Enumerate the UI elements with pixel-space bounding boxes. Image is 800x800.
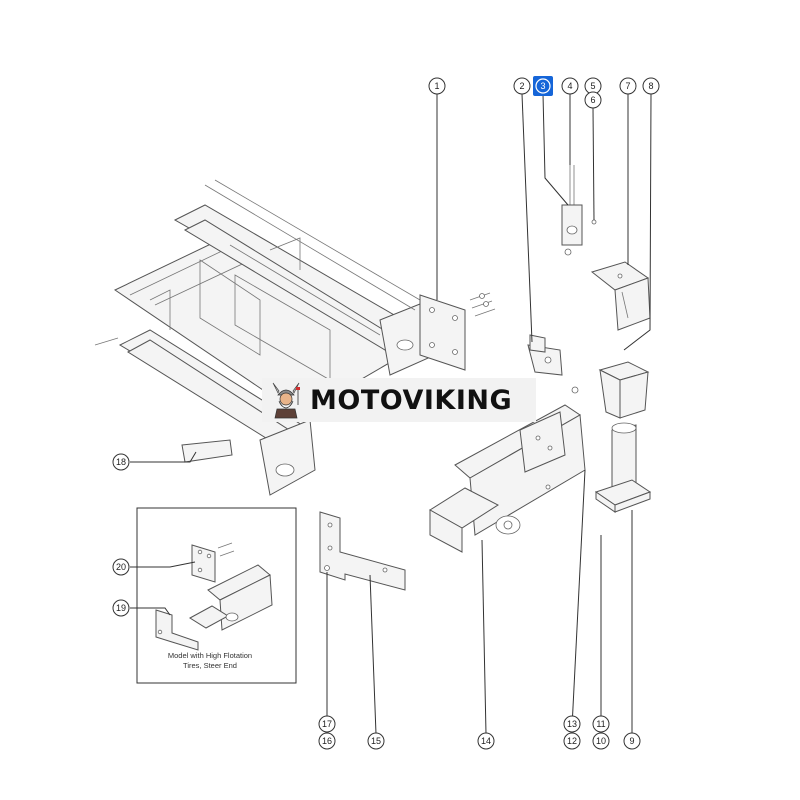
- svg-text:5: 5: [590, 81, 595, 91]
- callout-14: 14: [477, 732, 495, 750]
- inset-caption-line-1: Model with High Flotation: [167, 651, 253, 660]
- svg-text:13: 13: [567, 719, 577, 729]
- svg-text:14: 14: [481, 736, 491, 746]
- callout-12: 12: [563, 732, 581, 750]
- callout-15: 15: [367, 732, 385, 750]
- watermark-text: MOTOVIKING: [310, 384, 513, 416]
- callout-16: 16: [318, 732, 336, 750]
- leader-lines: [130, 93, 652, 735]
- svg-text:17: 17: [322, 719, 332, 729]
- svg-text:1: 1: [434, 81, 439, 91]
- watermark-banner: MOTOVIKING: [262, 378, 536, 422]
- callout-4: 4: [561, 77, 579, 95]
- hitch-tube: [429, 386, 586, 553]
- mounting-plate: [419, 292, 496, 371]
- inset-caption-line-2: Tires, Steer End: [183, 661, 237, 670]
- svg-text:16: 16: [322, 736, 332, 746]
- bracket: [527, 334, 563, 376]
- cross-plate: [319, 511, 406, 591]
- frame-assembly: [94, 179, 436, 496]
- callout-17: 17: [318, 715, 336, 733]
- svg-text:8: 8: [648, 81, 653, 91]
- svg-text:4: 4: [567, 81, 572, 91]
- callout-6: 6: [584, 91, 602, 109]
- callout-1: 1: [428, 77, 446, 95]
- callout-3-highlighted[interactable]: 3: [533, 76, 553, 96]
- callout-7: 7: [619, 77, 637, 95]
- viking-logo-icon: [262, 378, 310, 422]
- callout-13: 13: [563, 715, 581, 733]
- svg-text:7: 7: [625, 81, 630, 91]
- valve-pin-assembly: [561, 165, 597, 256]
- callout-10: 10: [592, 732, 610, 750]
- top-plate-bracket: [590, 261, 651, 331]
- inset-caption: Model with High Flotation Tires, Steer E…: [150, 651, 270, 671]
- callout-9: 9: [623, 732, 641, 750]
- svg-text:11: 11: [596, 719, 605, 729]
- callout-11: 11: [592, 715, 610, 733]
- svg-text:18: 18: [116, 457, 126, 467]
- svg-text:10: 10: [596, 736, 606, 746]
- callout-19-inset: 19: [112, 599, 130, 617]
- svg-text:3: 3: [540, 81, 545, 91]
- callout-20-inset: 20: [112, 558, 130, 576]
- svg-text:19: 19: [116, 603, 126, 613]
- svg-text:9: 9: [629, 736, 634, 746]
- callout-18: 18: [112, 453, 130, 471]
- callout-8: 8: [642, 77, 660, 95]
- svg-text:12: 12: [567, 736, 577, 746]
- svg-text:6: 6: [590, 95, 595, 105]
- svg-text:2: 2: [519, 81, 524, 91]
- inset-panel: [136, 507, 297, 684]
- tower-column: [594, 361, 652, 513]
- callout-2: 2: [513, 77, 531, 95]
- svg-text:15: 15: [371, 736, 381, 746]
- svg-text:20: 20: [116, 562, 126, 572]
